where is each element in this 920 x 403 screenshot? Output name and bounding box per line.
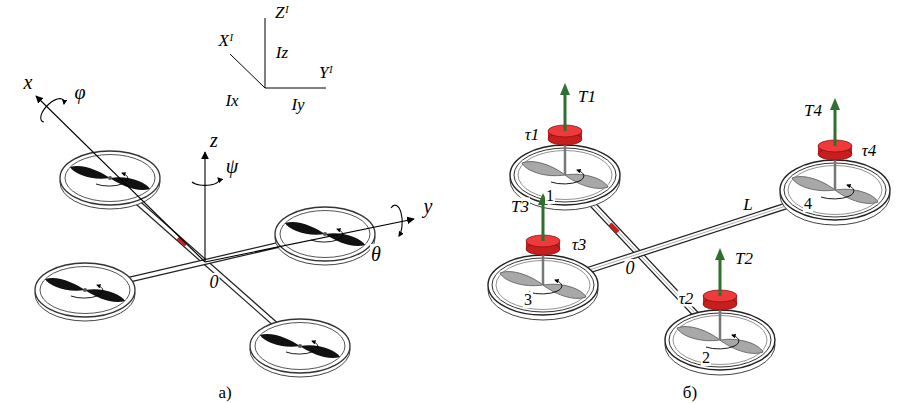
thrust-label: T2	[734, 250, 754, 267]
torque-label: τ3	[571, 236, 588, 253]
frame-axis-label: Xᴵ	[218, 32, 235, 49]
torque-label: τ2	[678, 290, 695, 307]
inertia-label: Iy	[290, 96, 305, 113]
origin-label: 0	[209, 273, 220, 291]
angle-label: θ	[370, 244, 382, 264]
torque-label: τ1	[524, 126, 541, 143]
axis-label: x	[23, 72, 34, 92]
axis-label: z	[209, 130, 219, 150]
axis-label: y	[423, 196, 434, 216]
thrust-label: T1	[577, 88, 597, 105]
panel-label: б)	[682, 384, 698, 401]
torque-label: τ4	[861, 142, 878, 159]
thrust-label: T4	[803, 102, 823, 119]
thrust-label: T3	[510, 198, 530, 215]
rotor-number: 4	[803, 196, 813, 212]
angle-label: ψ	[225, 156, 239, 176]
panel-label: а)	[217, 384, 232, 401]
inertia-label: Ix	[224, 92, 239, 109]
rotor-number: 3	[523, 292, 533, 308]
origin-label: 0	[625, 259, 636, 277]
inertia-label: Iz	[275, 44, 289, 61]
frame-axis-label: Yᴵ	[318, 64, 334, 81]
angle-label: φ	[73, 82, 86, 102]
frame-axis-label: Zᴵ	[274, 4, 290, 21]
rotor-number: 2	[701, 350, 711, 366]
rotor-number: 1	[545, 188, 555, 204]
length-label: L	[742, 196, 753, 213]
